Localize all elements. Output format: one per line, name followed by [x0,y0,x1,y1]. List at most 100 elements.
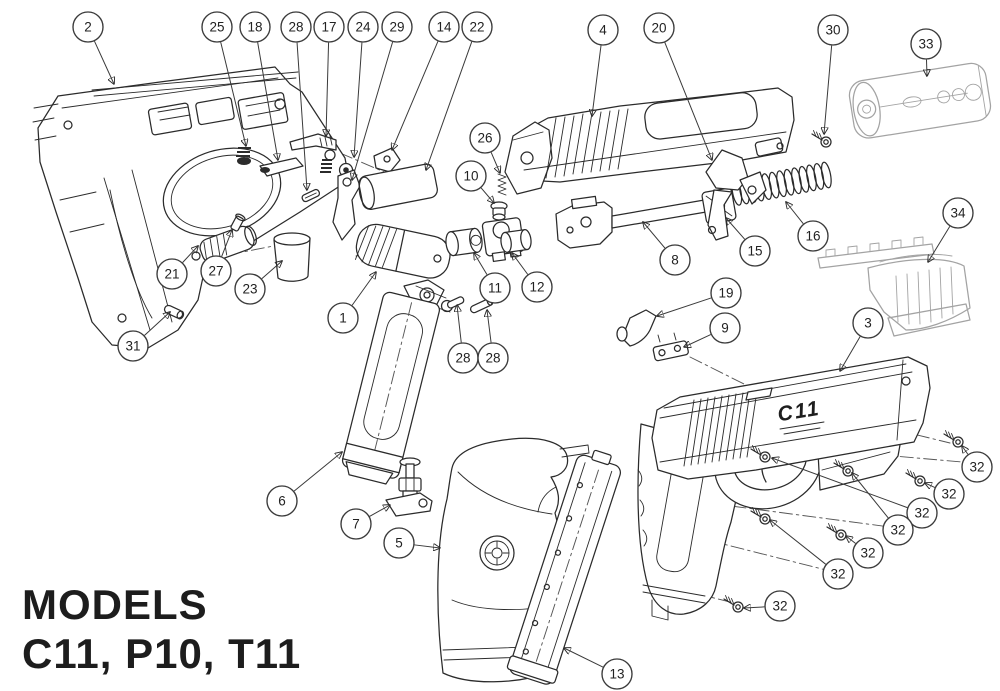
callout-leader [928,226,951,262]
rail-adapter-drawing [817,236,971,337]
callout-balloon [347,11,379,43]
callout-leader [592,45,602,116]
frame-internal-parts [147,92,438,241]
callout-number: 32 [772,599,787,614]
callout-balloon [266,485,298,517]
piercing-screw-set-drawing [385,457,433,517]
callout-29: 29 [352,11,413,180]
valve-assembly-drawing [341,223,494,485]
callout-32: 32 [846,536,884,569]
callout-balloon [961,451,993,483]
callout-10: 10 [455,160,494,203]
callout-balloon [461,11,493,43]
callout-balloon [933,478,965,510]
callout-leader [664,42,712,160]
callout-balloon [280,11,312,43]
callout-22: 22 [426,11,493,170]
callout-balloon [822,558,854,590]
callout-leader [457,305,462,343]
callout-number: 1 [339,311,347,326]
callout-number: 24 [355,20,371,35]
callout-balloon [117,330,149,362]
callout-number: 32 [830,567,845,582]
piercing-screw-drawing [230,213,246,232]
callout-leader [925,483,935,487]
valve-cup-drawing [445,227,483,257]
callout-leader [846,536,856,544]
callout-balloon [942,197,974,229]
callout-9: 9 [684,312,741,347]
pin-31-drawing [163,304,185,320]
callout-number: 8 [671,253,679,268]
callout-leader [684,334,711,347]
callout-number: 9 [721,321,729,336]
callout-balloon [643,12,675,44]
callout-leader [351,272,376,306]
callout-7: 7 [340,505,390,540]
callout-balloon [239,11,271,43]
callout-32: 32 [925,478,965,510]
callout-number: 3 [864,316,872,331]
callout-leader [426,41,473,170]
callout-leader [480,187,494,203]
callout-27: 27 [200,230,232,287]
callout-number: 23 [242,282,257,297]
callout-balloon [201,11,233,43]
callout-balloon [327,302,359,334]
callout-balloon [479,272,511,304]
callout-32: 32 [772,458,938,529]
piercing-body-drawing [199,225,257,263]
callout-balloon [469,122,501,154]
callout-5: 5 [383,527,440,559]
callout-balloon [477,342,509,374]
callout-balloon [383,527,415,559]
callout-19: 19 [657,277,742,316]
callout-32: 32 [852,473,914,546]
callout-number: 15 [747,244,762,259]
callout-number: 20 [651,21,666,36]
callout-balloon [521,271,553,303]
callout-number: 28 [288,20,303,35]
callout-number: 5 [395,536,403,551]
callout-16: 16 [786,202,829,252]
callout-leader [512,253,529,275]
callout-number: 31 [125,339,140,354]
callout-balloon [340,508,372,540]
callout-32: 32 [961,446,993,483]
callout-8: 8 [643,222,691,276]
title-block: MODELS C11, P10, T11 [22,580,301,678]
callout-28: 28 [447,305,479,374]
callout-number: 17 [321,20,336,35]
callout-leader [744,607,765,608]
callout-leader [643,222,666,249]
callout-number: 22 [469,20,484,35]
callout-balloon [381,11,413,43]
callout-leader [354,42,363,157]
callout-number: 19 [718,286,733,301]
callout-4: 4 [587,14,619,116]
rear-sight-drawing [616,309,689,362]
callout-number: 32 [860,546,875,561]
callout-leader [926,59,927,76]
callout-number: 7 [352,517,360,532]
callout-number: 32 [941,487,956,502]
callout-balloon [852,307,884,339]
callout-26: 26 [469,122,501,173]
barrel-drawing [500,187,737,253]
callout-14: 14 [392,11,460,150]
callout-leader [770,520,826,565]
callout-balloon [797,220,829,252]
grip-logo [479,535,515,571]
callout-number: 34 [950,206,966,221]
cylinder-cup-drawing [273,232,311,282]
title-model-numbers: C11, P10, T11 [22,630,302,677]
pistol-slide [651,356,931,480]
callout-leader [786,202,804,224]
magazine-drawing [506,449,622,685]
callout-23: 23 [234,261,282,305]
callout-balloon [710,277,742,309]
callout-leader [852,473,889,519]
callout-number: 21 [164,267,179,282]
callout-leader [414,545,440,548]
